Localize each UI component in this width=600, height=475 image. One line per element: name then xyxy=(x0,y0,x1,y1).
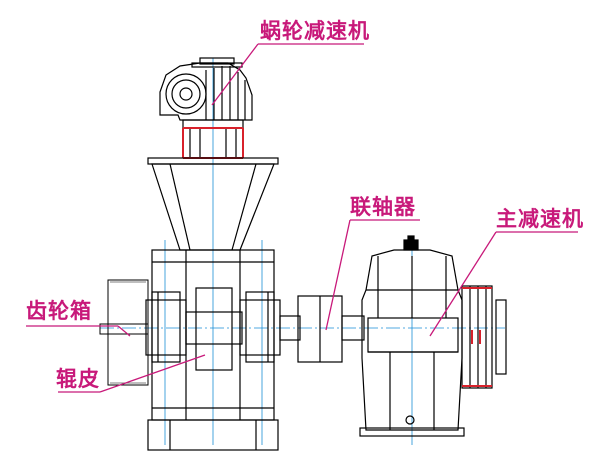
coupling xyxy=(279,295,365,363)
pulley xyxy=(461,285,507,389)
label-gearbox: 齿轮箱 xyxy=(26,299,92,323)
label-main-reducer: 主减速机 xyxy=(496,207,584,231)
pulley-red-marks xyxy=(462,287,492,387)
worm-reducer xyxy=(159,57,253,121)
label-roller-skin: 辊皮 xyxy=(56,367,100,391)
label-worm-reducer: 蜗轮减速机 xyxy=(260,19,370,43)
gearbox xyxy=(99,279,149,386)
callout-leaders xyxy=(26,43,578,393)
label-coupling: 联轴器 xyxy=(350,195,416,219)
